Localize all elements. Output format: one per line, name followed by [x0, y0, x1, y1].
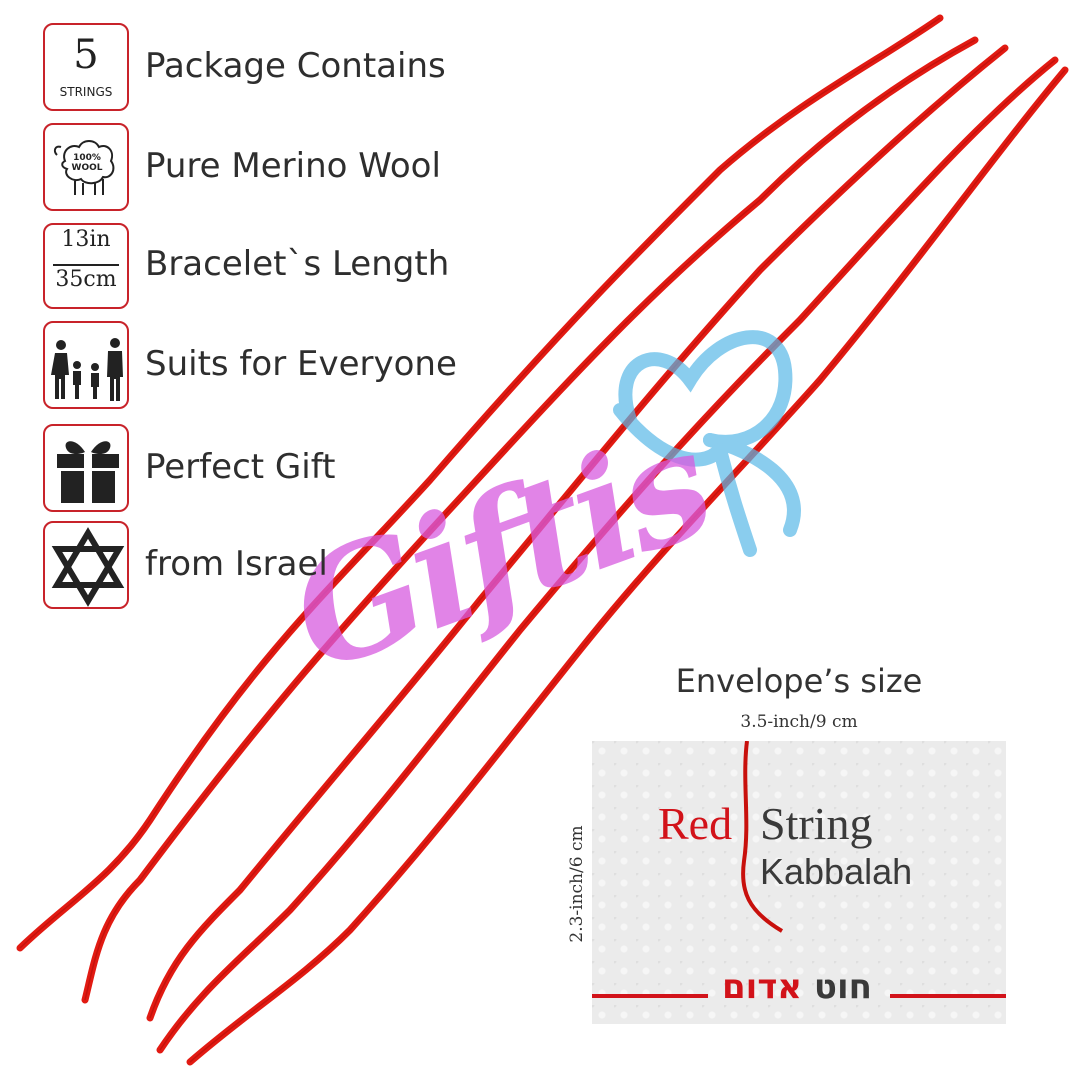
merino-sheep-icon: 100% WOOL — [43, 123, 129, 211]
envelope-brand-red: Red — [658, 798, 733, 849]
star-drawing — [51, 527, 125, 607]
envelope-brand-string: String — [760, 798, 873, 849]
length-inches: 13in — [61, 227, 111, 252]
feature-label-length: Bracelet`s Length — [145, 244, 450, 284]
wool-badge: 100% WOOL — [71, 153, 103, 173]
feature-label-package: Package Contains — [145, 46, 446, 86]
count-unit: STRINGS — [59, 85, 113, 99]
envelope-width-label: 3.5-inch/9 cm — [740, 712, 858, 732]
hebrew-word-red: אדום — [721, 967, 803, 1007]
package-count-icon: 5 STRINGS — [43, 23, 129, 111]
length-centimeters: 35cm — [55, 267, 117, 292]
feature-label-everyone: Suits for Everyone — [145, 344, 457, 384]
length-divider — [53, 264, 119, 266]
envelope-height-label: 2.3-inch/6 cm — [567, 825, 587, 943]
envelope-hebrew-text: חוט אדום — [702, 967, 892, 1007]
gift-drawing — [57, 441, 119, 503]
feature-label-wool: Pure Merino Wool — [145, 146, 441, 186]
count-number: 5 — [73, 32, 99, 78]
envelope-brand-kabbalah: Kabbalah — [760, 851, 913, 892]
gift-box-icon — [43, 424, 129, 512]
envelope-string-icon — [741, 741, 784, 933]
envelope-image: Red String Kabbalah חוט אדום — [592, 741, 1006, 1024]
sheep-drawing — [53, 140, 115, 195]
feature-label-gift: Perfect Gift — [145, 447, 336, 487]
length-icon: 13in 35cm — [43, 223, 129, 309]
watermark-logo-icon — [613, 330, 801, 557]
envelope-line-left — [592, 994, 708, 998]
envelope-size-title: Envelope’s size — [675, 662, 923, 700]
feature-label-israel: from Israel — [145, 544, 328, 584]
hebrew-word-string: חוט — [813, 967, 873, 1007]
envelope-line-right — [890, 994, 1006, 998]
family-silhouette — [51, 338, 123, 401]
family-icon — [43, 321, 129, 409]
star-of-david-icon — [43, 521, 129, 609]
